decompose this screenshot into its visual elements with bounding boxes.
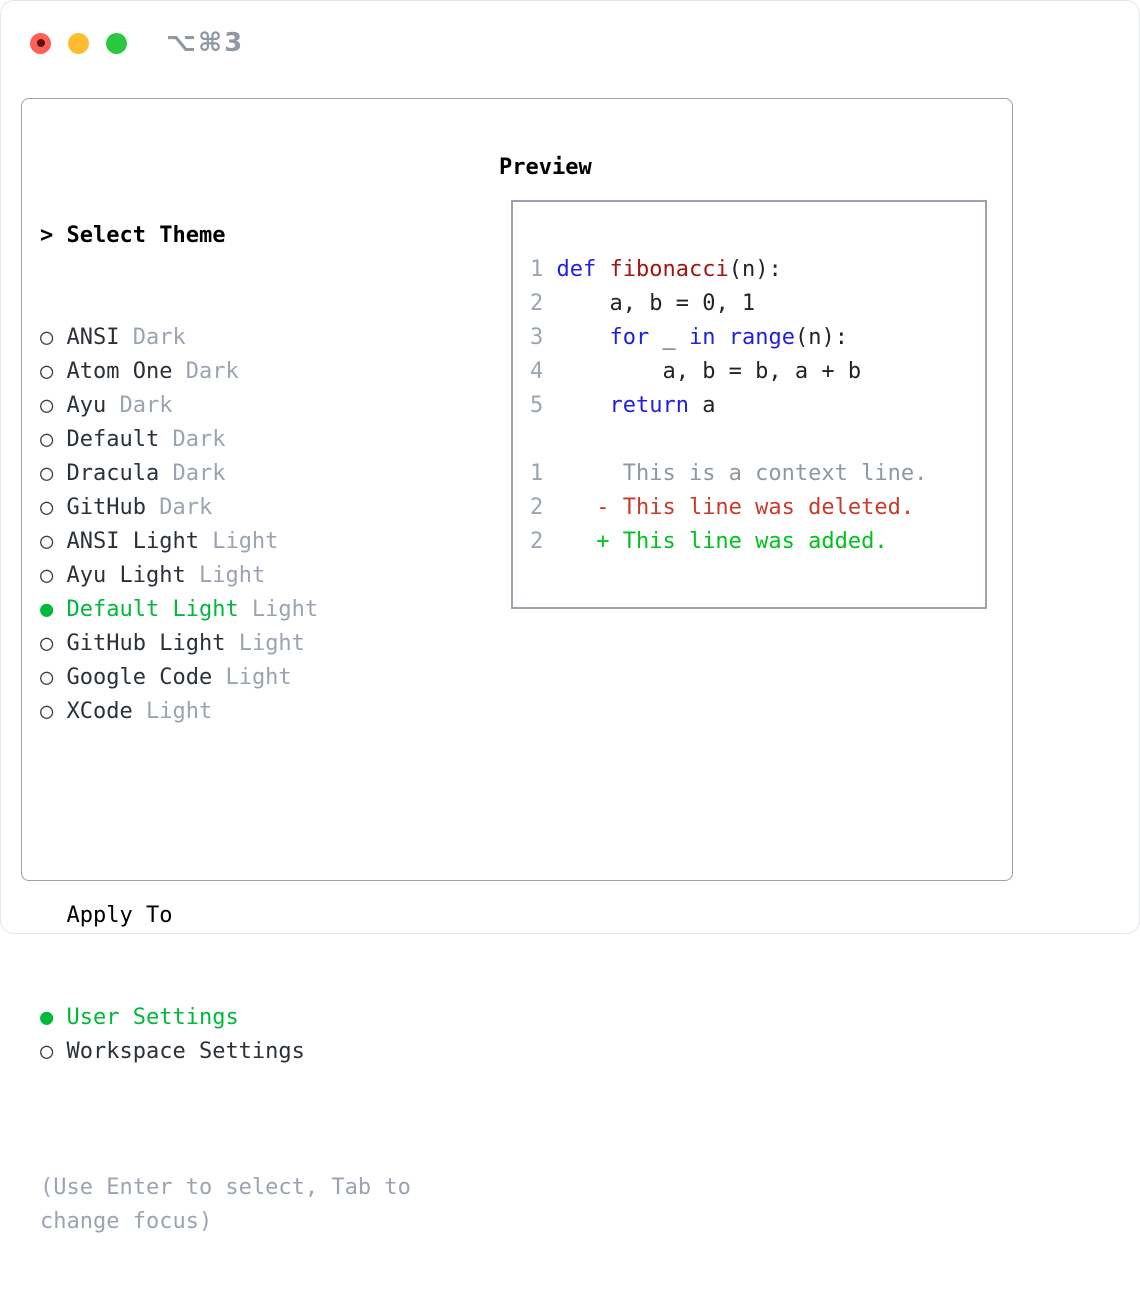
app-window: ⌥⌘3 > Select Theme ○ ANSI Dark ○ Atom One… — [0, 0, 1140, 1234]
select-theme-title: Select Theme — [66, 223, 226, 248]
content-frame: > Select Theme ○ ANSI Dark ○ Atom One Dar… — [21, 98, 1013, 1234]
theme-option-github[interactable]: ○ GitHub Dark — [40, 495, 213, 520]
theme-option-ansi[interactable]: ○ ANSI Dark — [40, 325, 186, 350]
apply-to-list: ● User Settings ○ Workspace Settings — [40, 1001, 480, 1069]
apply-to-header: Apply To — [40, 899, 480, 933]
theme-option-xcode[interactable]: ○ XCode Light — [40, 699, 213, 724]
theme-option-default[interactable]: ○ Default Dark — [40, 427, 226, 452]
focus-caret-icon: > — [40, 223, 54, 248]
code-line-3: 3 for _ in range(n): — [530, 325, 848, 350]
spacer — [40, 797, 480, 831]
close-button[interactable] — [30, 32, 51, 54]
theme-option-google-code[interactable]: ○ Google Code Light — [40, 665, 292, 690]
theme-panel: > Select Theme ○ ANSI Dark ○ Atom One Dar… — [40, 151, 480, 1307]
theme-option-atom-one[interactable]: ○ Atom One Dark — [40, 359, 239, 384]
preview-title: Preview — [499, 155, 592, 180]
diff-line-deleted: 2 - This line was deleted. — [530, 495, 915, 520]
preview-header: Preview — [499, 151, 592, 185]
apply-to-title: Apply To — [66, 903, 173, 928]
maximize-button[interactable] — [106, 32, 127, 54]
theme-option-default-light[interactable]: ● Default Light Light — [40, 597, 319, 622]
blank-line — [530, 423, 985, 457]
code-line-1: 1 def fibonacci(n): — [530, 257, 782, 282]
hint-text: (Use Enter to select, Tab to change focu… — [40, 1175, 411, 1234]
theme-option-github-light[interactable]: ○ GitHub Light Light — [40, 631, 305, 656]
theme-option-ayu-light[interactable]: ○ Ayu Light Light — [40, 563, 266, 588]
unsaved-dot-icon — [36, 39, 45, 47]
minimize-button[interactable] — [68, 32, 89, 54]
theme-option-ansi-light[interactable]: ○ ANSI Light Light — [40, 529, 279, 554]
select-theme-header: > Select Theme — [40, 219, 480, 253]
window-title: ⌥⌘3 — [166, 28, 245, 58]
theme-list: ○ ANSI Dark ○ Atom One Dark ○ Ayu Dark ○ De… — [40, 321, 480, 729]
preview-pane: 1 def fibonacci(n): 2 a, b = 0, 1 3 for _ … — [511, 200, 987, 609]
code-line-5: 5 return a — [530, 393, 716, 418]
code-line-2: 2 a, b = 0, 1 — [530, 291, 756, 316]
titlebar: ⌥⌘3 — [30, 28, 244, 58]
code-sample: 1 def fibonacci(n): 2 a, b = 0, 1 3 for _ … — [530, 253, 985, 423]
theme-option-dracula[interactable]: ○ Dracula Dark — [40, 461, 226, 486]
diff-sample: 1 This is a context line. 2 - This line w… — [530, 457, 985, 559]
apply-option-workspace-settings[interactable]: ○ Workspace Settings — [40, 1039, 305, 1064]
diff-line-context: 1 This is a context line. — [530, 461, 928, 486]
apply-option-user-settings[interactable]: ● User Settings — [40, 1005, 239, 1030]
code-line-4: 4 a, b = b, a + b — [530, 359, 862, 384]
theme-option-ayu[interactable]: ○ Ayu Dark — [40, 393, 173, 418]
diff-line-added: 2 + This line was added. — [530, 529, 888, 554]
